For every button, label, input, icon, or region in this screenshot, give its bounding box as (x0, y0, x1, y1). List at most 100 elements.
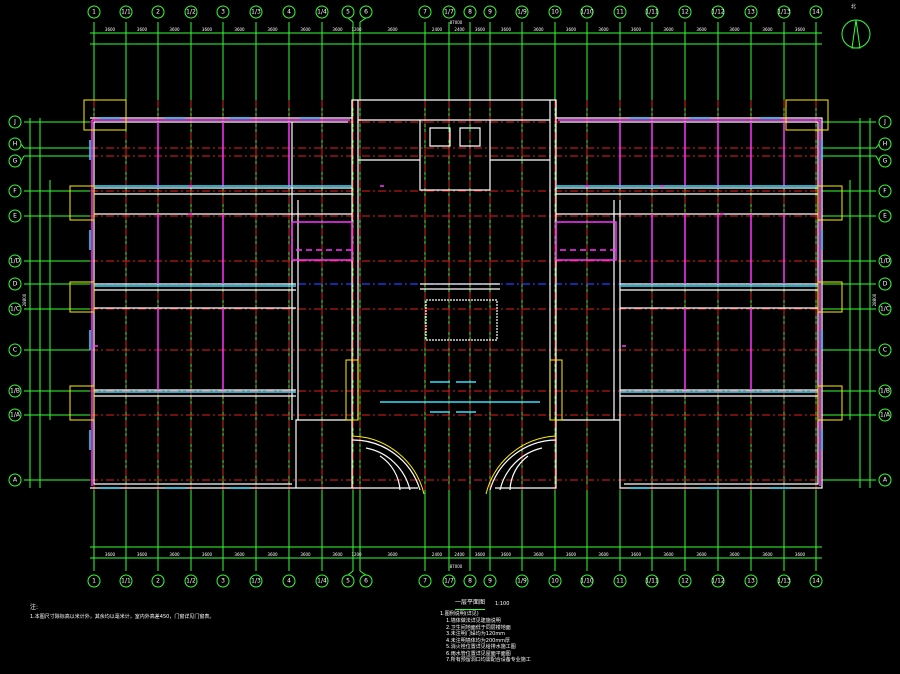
column-axis-bubble (548, 574, 562, 588)
column-axis-bubble (315, 5, 329, 19)
bay-dimension-text: 3600 (234, 27, 245, 32)
bay-dimension-text: 3600 (566, 27, 577, 32)
overall-width-bottom: 87000 (450, 564, 463, 569)
row-bubble-leader (875, 155, 880, 162)
bay-dimension-text: 3600 (267, 552, 278, 557)
exterior-walls (90, 99, 823, 489)
legend-item: 5.消火栓位置详见给排水施工图 (446, 644, 516, 650)
row-axis-bubble (878, 137, 892, 151)
column-axis-bubble (119, 574, 133, 588)
column-axis-bubble (87, 5, 101, 19)
row-axis-bubble (8, 184, 22, 198)
column-axis-bubble (744, 574, 758, 588)
bay-dimension-text: 2400 (432, 552, 443, 557)
row-axis-bubble (8, 154, 22, 168)
bay-dimension-text: 2400 (454, 552, 465, 557)
row-axis-label: J (13, 119, 16, 126)
bay-dimension-text: 3600 (631, 552, 642, 557)
column-axis-bubble (151, 5, 165, 19)
column-bubble-leader (359, 570, 367, 576)
column-axis-bubble (341, 574, 355, 588)
bay-dimension-text: 3600 (762, 27, 773, 32)
column-axis-label: 1/13 (777, 578, 791, 585)
column-axis-bubble (777, 5, 791, 19)
bay-dimension-text: 3600 (729, 27, 740, 32)
row-axis-label: 1/D (10, 258, 21, 265)
bay-dimension-text: 3600 (105, 552, 116, 557)
column-axis-label: 14 (812, 9, 820, 16)
row-bubble-leader (20, 155, 25, 162)
column-bubble-leader (347, 570, 354, 576)
bay-dimension-text: 3600 (663, 552, 674, 557)
windows (89, 117, 823, 489)
column-axis-label: 1/4 (317, 578, 327, 585)
north-arrow (841, 19, 871, 49)
column-axis-bubble (442, 574, 456, 588)
bay-dimension-text: 3600 (105, 27, 116, 32)
bay-dimension-text: 3600 (663, 27, 674, 32)
row-axis-label: E (883, 213, 887, 220)
column-axis-label: 10 (551, 9, 559, 16)
bay-dimension-text: 3600 (332, 552, 343, 557)
legend-item: 2.卫生间地面低于同层楼地面 (446, 624, 511, 631)
legend-item: 6.雨水管位置详见屋面平面图 (446, 650, 511, 657)
column-axis-bubble (216, 574, 230, 588)
legend-heading: 1.图例说明(详见) (440, 611, 479, 617)
column-axis-bubble (809, 5, 823, 19)
column-axis-label: 9 (488, 578, 492, 585)
column-bubble-leader (359, 17, 367, 23)
row-axis-label: 1/B (880, 388, 890, 395)
column-axis-label: 8 (468, 578, 472, 585)
column-axis-bubble (515, 5, 529, 19)
title-underline (455, 609, 485, 610)
row-axis-bubble (8, 277, 22, 291)
row-axis-label: 1/D (880, 258, 891, 265)
column-axis-label: 11 (616, 9, 624, 16)
bay-dimension-text: 3600 (631, 27, 642, 32)
column-axis-label: 1/3 (251, 578, 261, 585)
column-axis-bubble (809, 574, 823, 588)
row-axis-label: D (13, 281, 18, 288)
drawing-scale: 1:100 (495, 601, 510, 607)
column-axis-label: 6 (364, 578, 368, 585)
column-axis-label: 1/2 (186, 578, 196, 585)
bay-dimension-text: 3600 (795, 552, 806, 557)
column-axis-bubble (184, 574, 198, 588)
legend-item: 7.所有预留洞口均需配合设备专业施工 (446, 657, 531, 663)
column-axis-bubble (282, 574, 296, 588)
column-axis-bubble (777, 574, 791, 588)
row-axis-bubble (878, 184, 892, 198)
row-axis-label: F (13, 188, 17, 195)
bay-dimension-text: 3600 (332, 27, 343, 32)
row-bubble-leader (20, 143, 25, 149)
column-axis-bubble (315, 574, 329, 588)
bay-dimension-text: 3600 (501, 27, 512, 32)
column-axis-bubble (645, 5, 659, 19)
row-axis-label: 1/C (10, 306, 20, 313)
column-axis-label: 1/11 (645, 578, 659, 585)
column-axis-bubble (678, 574, 692, 588)
bay-dimension-text: 3600 (762, 552, 773, 557)
row-axis-bubble (8, 473, 22, 487)
column-axis-label: 1 (92, 578, 96, 585)
bay-dimension-text: 3600 (169, 552, 180, 557)
column-axis-label: 10 (551, 578, 559, 585)
column-axis-bubble (711, 574, 725, 588)
row-axis-bubble (8, 115, 22, 129)
column-axis-label: 3 (221, 9, 225, 16)
column-axis-label: 2 (156, 9, 160, 16)
column-axis-label: 12 (681, 9, 689, 16)
column-axis-label: 1/12 (711, 578, 725, 585)
row-axis-bubble (878, 343, 892, 357)
row-axis-bubble (878, 277, 892, 291)
column-axis-bubble (418, 5, 432, 19)
column-axis-label: 5 (346, 9, 350, 16)
column-axis-label: 1/3 (251, 9, 261, 16)
column-axis-bubble (359, 5, 373, 19)
column-axis-bubble (613, 574, 627, 588)
row-axis-label: G (13, 158, 18, 165)
row-axis-label: A (883, 477, 888, 484)
row-axis-label: C (883, 347, 887, 354)
overall-depth-right: 28800 (872, 293, 877, 306)
column-axis-label: 1/7 (444, 578, 454, 585)
